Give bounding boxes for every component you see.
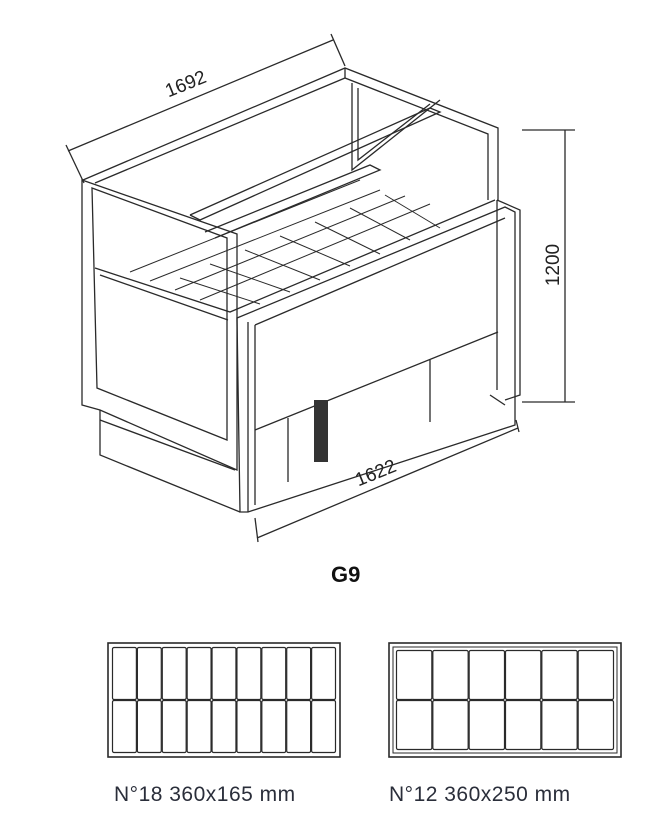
pan-cell bbox=[541, 649, 578, 701]
pan-cell bbox=[111, 699, 137, 754]
pan-cell bbox=[395, 649, 433, 701]
pan-cell bbox=[186, 699, 212, 754]
pan-cell bbox=[286, 699, 312, 754]
pan-layout-18 bbox=[107, 642, 341, 758]
dimension-width-line bbox=[254, 419, 520, 543]
pan-cell bbox=[311, 699, 337, 754]
pan-cell bbox=[468, 699, 506, 751]
pan-cell bbox=[236, 646, 262, 701]
display-cabinet bbox=[81, 67, 521, 513]
pan-cell bbox=[136, 646, 162, 701]
vent-grille bbox=[314, 400, 328, 462]
pan-cell bbox=[432, 649, 469, 701]
pan-cell bbox=[161, 699, 187, 754]
dimension-height-line bbox=[522, 129, 575, 403]
pan-cell bbox=[286, 646, 312, 701]
pan-cell bbox=[261, 699, 287, 754]
model-title: G9 bbox=[331, 562, 361, 587]
pan-cell bbox=[541, 699, 578, 751]
dimension-height-label: 1200 bbox=[543, 243, 565, 287]
pan-cell bbox=[432, 699, 469, 751]
pan-cell bbox=[211, 646, 237, 701]
pan-cell bbox=[468, 649, 506, 701]
pan-cell bbox=[211, 699, 237, 754]
pan-cell bbox=[504, 699, 542, 751]
pan-cell bbox=[186, 646, 212, 701]
pan-cell bbox=[261, 646, 287, 701]
pan-cell bbox=[395, 699, 433, 751]
pan-cell bbox=[504, 649, 542, 701]
pan-cell bbox=[311, 646, 337, 701]
pan-layout-18-label: N°18 360x165 mm bbox=[114, 783, 296, 806]
pan-layout-12 bbox=[388, 642, 622, 758]
pan-cell bbox=[577, 699, 615, 751]
pan-layout-12-label: N°12 360x250 mm bbox=[389, 783, 571, 806]
pan-cell bbox=[111, 646, 137, 701]
pan-cell bbox=[577, 649, 615, 701]
pan-cell bbox=[136, 699, 162, 754]
pan-cell bbox=[161, 646, 187, 701]
dimension-depth-line bbox=[65, 33, 346, 184]
pan-cell bbox=[236, 699, 262, 754]
